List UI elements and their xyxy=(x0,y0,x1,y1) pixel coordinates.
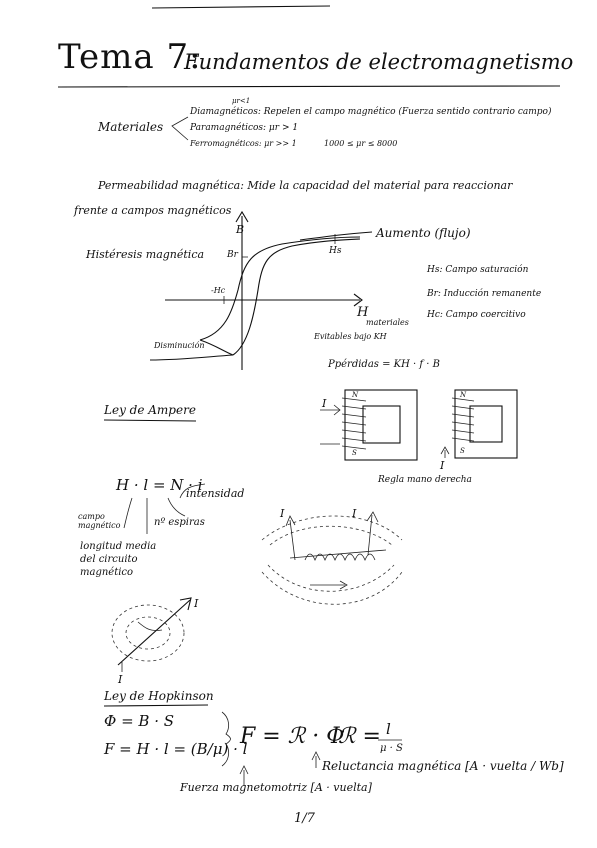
page-title-main: Tema 7: xyxy=(58,37,202,77)
right-hand-rule-sketch xyxy=(111,597,192,672)
title-underline xyxy=(57,85,561,88)
core-right-s: S xyxy=(460,447,465,455)
materials-label: Materiales xyxy=(98,120,164,134)
hopkinson-eq-fmm: F = H · l = (B/μ) · l xyxy=(104,740,248,758)
page-title-subject: Fundamentos de electromagnetismo xyxy=(184,50,574,74)
hysteresis-loop xyxy=(149,231,373,361)
campo-label: campo magnético xyxy=(78,512,121,531)
aumento-label: Aumento (flujo) xyxy=(376,226,471,240)
ferro-range: 1000 ≤ μr ≤ 8000 xyxy=(324,139,398,148)
permeability-line1: Permeabilidad magnética: Mide la capacid… xyxy=(98,179,513,192)
top-stroke xyxy=(151,5,331,9)
hopkinson-eq-reluctance-law: F = ℛ · Φ xyxy=(240,724,345,749)
core-right-current: I xyxy=(440,459,445,472)
solenoid-field-sketch xyxy=(261,511,403,605)
core-right-n: N xyxy=(460,391,467,399)
rule-current-top: I xyxy=(194,597,199,610)
disminucion-label: Disminución xyxy=(154,341,205,350)
legend-hs: Hs: Campo saturación xyxy=(427,265,529,275)
permeability-line2: frente a campos magnéticos xyxy=(74,204,232,217)
material-ferromagnetic: Ferromagnéticos: μr >> 1 xyxy=(190,139,297,148)
dia-superscript: μr<1 xyxy=(232,97,251,105)
legend-hc: Hc: Campo coercitivo xyxy=(427,310,526,320)
hopkinson-heading: Ley de Hopkinson xyxy=(104,689,214,703)
core-left-n: N xyxy=(352,391,359,399)
intensidad-label: intensidad xyxy=(186,487,245,500)
materiales-label: materiales xyxy=(366,318,409,327)
core-left-s: S xyxy=(352,449,357,457)
legend-br: Br: Inducción remanente xyxy=(427,289,542,299)
fmm-label: Fuerza magnetomotriz [A · vuelta] xyxy=(180,781,372,794)
reluctance-numerator: l xyxy=(386,720,391,738)
core-right xyxy=(440,389,518,459)
espiras-label: nº espiras xyxy=(154,517,205,528)
ampere-equation: H · l = N · i xyxy=(116,476,203,494)
core-left xyxy=(320,389,418,461)
perdidas-formula: Ppérdidas = KH · f · B xyxy=(328,359,440,370)
hopkinson-underline xyxy=(103,704,209,707)
material-paramagnetic: Paramagnéticos: μr > 1 xyxy=(190,123,299,133)
hopkinson-brace xyxy=(221,711,231,767)
rule-current-bottom: I xyxy=(118,673,123,686)
sketch-current-right: I xyxy=(352,507,357,520)
reluctancia-label: Reluctancia magnética [A · vuelta / Wb] xyxy=(322,759,564,773)
axis-b-label: B xyxy=(236,223,245,236)
hopkinson-eq-flux: Φ = B · S xyxy=(104,712,175,730)
sketch-current-left: I xyxy=(280,507,285,520)
materials-brace xyxy=(171,116,189,141)
ampere-heading: Ley de Ampere xyxy=(104,403,196,417)
hysteresis-label: Histéresis magnética xyxy=(86,248,205,261)
longitud-label: longitud media del circuito magnético xyxy=(80,541,157,578)
right-hand-rule-label: Regla mano derecha xyxy=(378,475,472,485)
ampere-underline xyxy=(103,419,197,422)
reluctance-denominator: μ · S xyxy=(380,743,403,754)
material-diamagnetic: Diamagnéticos: Repelen el campo magnétic… xyxy=(190,107,552,117)
hs-label: Hs xyxy=(329,246,342,256)
br-label: Br xyxy=(227,250,238,260)
page-number: 1/7 xyxy=(294,811,315,826)
ampere-eq-annotations xyxy=(123,483,206,534)
axis-h-label: H xyxy=(357,305,369,320)
core-left-current: I xyxy=(322,397,327,410)
evitables-label: Evitables bajo KH xyxy=(314,332,387,341)
hc-label: -Hc xyxy=(211,286,226,295)
hopkinson-eq-reluctance-lhs: ℛ = xyxy=(338,724,381,749)
